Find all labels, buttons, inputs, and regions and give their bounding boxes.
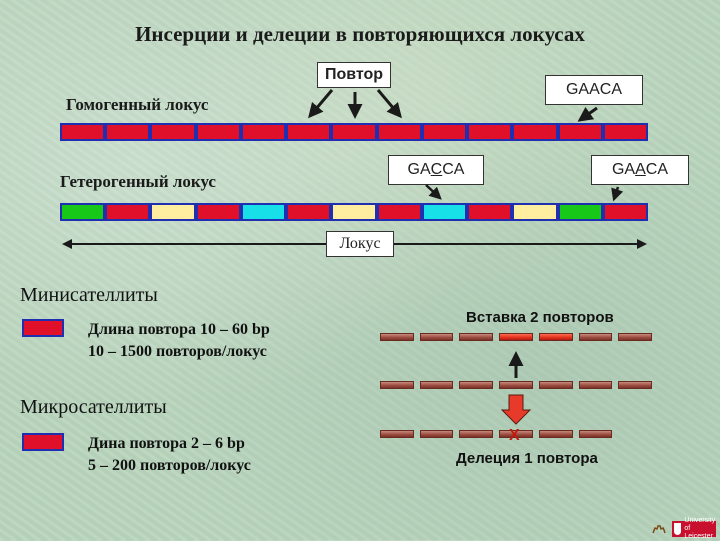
strip-unit <box>380 381 414 389</box>
repeat-unit-red <box>333 125 375 139</box>
logo-line1: University of <box>684 517 716 532</box>
repeat-unit-red <box>604 205 646 219</box>
repeat-unit-red <box>288 205 330 219</box>
minisatellites-heading: Минисателлиты <box>20 284 158 306</box>
strip-unit <box>459 333 494 341</box>
repeat-unit-red <box>197 205 239 219</box>
homogeneous-locus-bar <box>60 123 648 141</box>
repeat-unit-red <box>242 125 285 139</box>
strip-unit <box>419 333 454 341</box>
repeat-unit-red <box>288 125 330 139</box>
strip-unit <box>499 430 533 438</box>
strip-insertion <box>380 333 652 343</box>
deletion-x-mark: X <box>509 427 520 444</box>
seq2-pre: GA <box>611 161 636 178</box>
seq2-post: CA <box>645 161 669 178</box>
seq1-mutation: C <box>430 161 443 178</box>
microsatellite-swatch <box>22 433 64 451</box>
gacca-arrow <box>425 184 442 200</box>
repeat-unit-yellow <box>152 205 194 219</box>
gaaca-bottom-arrow <box>611 186 624 202</box>
repeat-unit-red <box>559 125 601 139</box>
gaaca-top-arrow <box>577 106 598 122</box>
repeat-arrow-right <box>376 89 402 119</box>
insertion-caption: Вставка 2 повторов <box>466 309 614 326</box>
minisatellite-swatch <box>22 319 64 337</box>
repeat-unit-red <box>604 125 646 139</box>
seq1-post: CA <box>442 161 465 178</box>
strip-unit <box>419 381 454 389</box>
repeat-unit-red <box>514 125 556 139</box>
strip-unit-inserted <box>538 333 573 341</box>
seq2-mutation: A <box>635 161 646 178</box>
strip-unit <box>578 381 613 389</box>
homogeneous-locus-label: Гомогенный локус <box>66 95 209 114</box>
minisatellites-line1: Длина повтора 10 – 60 bp <box>88 321 270 338</box>
repeat-unit-yellow <box>514 205 556 219</box>
strip-unit <box>499 381 533 389</box>
strip-unit <box>538 430 573 438</box>
repeat-box: Повтор <box>317 62 391 88</box>
repeat-unit-red <box>423 125 466 139</box>
strip-unit <box>380 333 414 341</box>
strip-unit <box>618 333 652 341</box>
locus-box: Локус <box>326 231 394 257</box>
strip-deletion <box>380 430 652 440</box>
microsatellites-heading: Микросателлиты <box>20 396 167 418</box>
shield-icon <box>674 523 682 535</box>
gaaca-box-bottom: GAACA <box>591 155 689 185</box>
strip-unit <box>578 333 613 341</box>
strip-unit <box>618 381 652 389</box>
repeat-unit-yellow <box>333 205 375 219</box>
repeat-unit-red <box>152 125 194 139</box>
heterogeneous-locus-label: Гетерогенный локус <box>60 172 216 191</box>
microsatellites-line2: 5 – 200 повторов/локус <box>88 457 251 474</box>
gacca-box: GACCA <box>388 155 484 185</box>
strip-unit <box>459 381 494 389</box>
strip-unit <box>538 381 573 389</box>
strip-unit-inserted <box>499 333 533 341</box>
repeat-unit-red <box>107 125 149 139</box>
strip-unit <box>578 430 613 438</box>
camel-icon <box>652 522 666 534</box>
page-title: Инсерции и делеции в повторяющихся локус… <box>135 22 585 46</box>
heterogeneous-locus-bar <box>60 203 648 221</box>
repeat-unit-cyan <box>242 205 285 219</box>
strip-unit <box>459 430 494 438</box>
logo-line2: Leicester <box>684 533 713 540</box>
university-logo: University of Leicester <box>672 517 716 540</box>
strip-unit <box>419 430 454 438</box>
strip-original <box>380 381 652 391</box>
deletion-caption: Делеция 1 повтора <box>456 450 598 467</box>
strip-unit <box>380 430 414 438</box>
repeat-unit-red <box>107 205 149 219</box>
repeat-unit-red <box>469 125 511 139</box>
seq1-pre: GA <box>407 161 431 178</box>
gaaca-box-top: GAACA <box>545 75 643 105</box>
repeat-unit-red <box>378 205 420 219</box>
repeat-unit-red <box>197 125 239 139</box>
minisatellites-line2: 10 – 1500 повторов/локус <box>88 343 267 360</box>
repeat-unit-red <box>469 205 511 219</box>
repeat-unit-red <box>62 125 104 139</box>
repeat-unit-green <box>62 205 104 219</box>
repeat-unit-green <box>559 205 601 219</box>
repeat-arrow-left <box>308 89 334 119</box>
deletion-arrow <box>500 394 532 425</box>
repeat-unit-cyan <box>423 205 466 219</box>
microsatellites-line1: Дина повтора 2 – 6 bp <box>88 435 245 452</box>
repeat-unit-red <box>378 125 420 139</box>
